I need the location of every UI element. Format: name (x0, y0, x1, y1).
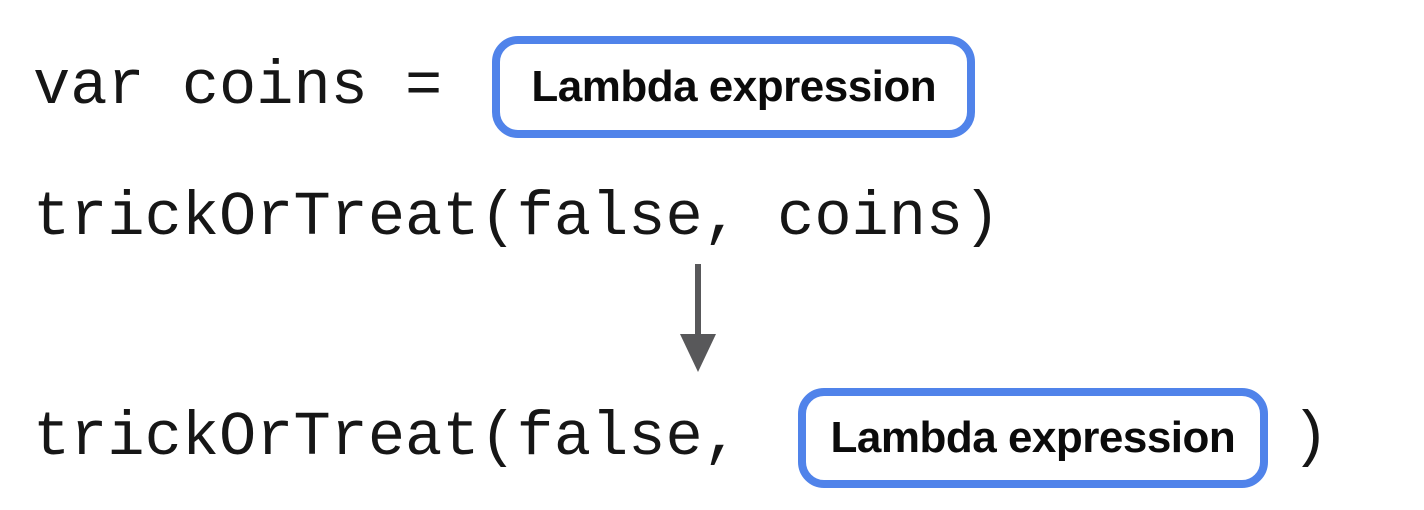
inlined-call-prefix-text: trickOrTreat(false, (33, 402, 740, 473)
lambda-expression-box-argument: Lambda expression (797, 388, 1268, 488)
lambda-expression-box-assignment: Lambda expression (492, 36, 976, 138)
down-arrow-icon (680, 264, 716, 372)
assignment-line: var coins = Lambda expression (33, 36, 976, 138)
lambda-expression-label: Lambda expression (830, 413, 1236, 462)
assignment-code-text: var coins = (33, 51, 443, 122)
function-call-line: trickOrTreat(false, coins) (33, 186, 1000, 250)
inlined-call-suffix-text: ) (1291, 402, 1330, 473)
inlined-call-line: trickOrTreat(false, Lambda expression ) (33, 388, 1329, 488)
function-call-code-text: trickOrTreat(false, coins) (33, 182, 1001, 253)
lambda-expression-label: Lambda expression (531, 62, 937, 111)
